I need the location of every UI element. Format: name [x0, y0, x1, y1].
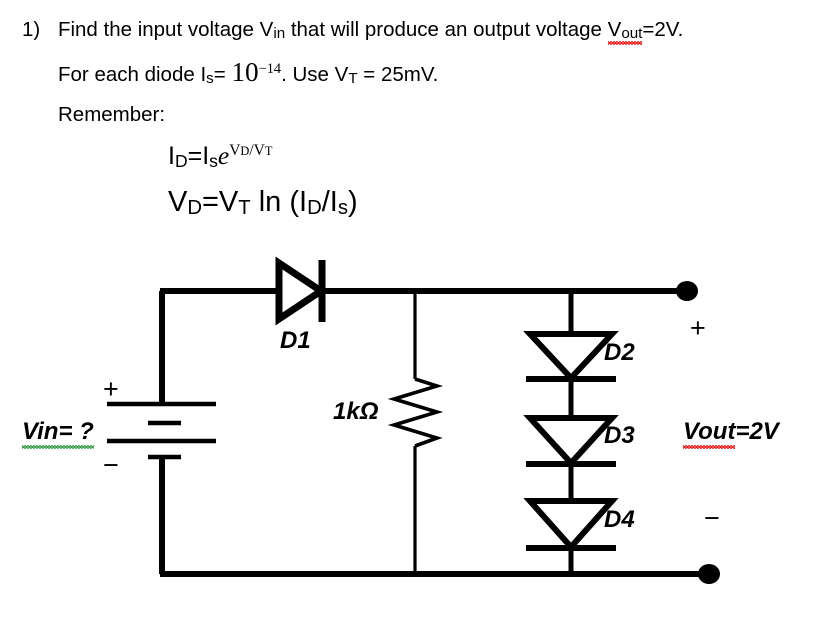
equation-diode-voltage: VD=VT ln (ID/Is) [168, 186, 358, 219]
label-input-voltage: Vin= ? [22, 418, 94, 449]
polarity-plus-output: + [690, 313, 706, 343]
eq2-lhs-sub: D [187, 197, 202, 219]
diode-d3-triangle [523, 415, 619, 468]
problem-line1-part-b: that will produce an output voltage [285, 18, 608, 41]
eq1-is-sub: s [209, 151, 218, 171]
label-output-voltage: Vout=2V [683, 418, 779, 449]
eq2-id-sub: D [307, 197, 322, 219]
vout-circuit-value: =2V [735, 418, 779, 445]
eq1-exponent: VD/VT [229, 142, 272, 159]
problem-line1-part-c: =2V. [642, 18, 684, 41]
diode-d4-symbol [523, 498, 619, 552]
problem-line-3: Remember: [58, 103, 166, 126]
polarity-plus-source: + [103, 374, 119, 404]
vt-subscript: T [348, 70, 358, 87]
eq1-lhs: I [168, 142, 175, 170]
vout-spellcheck-word: Vout [607, 18, 643, 45]
eq1-exp-t-sub: T [264, 143, 273, 158]
eq2-is-sub: s [337, 197, 348, 219]
diode-d3-symbol [523, 415, 619, 468]
equation-diode-current: ID=IseVD/VT [168, 141, 272, 171]
eq1-exponential-e: e [217, 141, 230, 170]
eq2-close-paren: ) [348, 186, 358, 218]
eq2-equals: =V [202, 186, 239, 218]
label-diode-d3: D3 [604, 422, 635, 449]
eq2-vt-sub: T [238, 197, 251, 219]
problem-line2-part-a: For each diode I [58, 63, 207, 86]
problem-line1-part-a: Find the input voltage V [57, 18, 274, 41]
resistor-zigzag [387, 377, 444, 448]
eq2-slash: /I [321, 186, 338, 218]
vout-circuit-spellcheck-word: Vout [683, 418, 736, 449]
problem-line-1: 1) Find the input voltage Vin that will … [22, 18, 684, 45]
label-diode-d2: D2 [604, 339, 635, 366]
label-diode-d1: D1 [280, 327, 311, 354]
problem-line2-part-c: . Use V [281, 63, 349, 86]
diode-d4-triangle [523, 498, 619, 552]
eq2-ln: ln (I [250, 186, 308, 218]
is-subscript: s [206, 70, 214, 87]
eq1-equals: =I [187, 142, 210, 170]
output-terminal-positive [676, 281, 698, 301]
problem-number: 1) [22, 18, 41, 41]
diode-d1-triangle [275, 256, 328, 326]
eq1-lhs-sub: D [174, 151, 188, 171]
problem-line2-part-d: = 25mV. [357, 63, 439, 86]
problem-line-2: For each diode Is= 10−14. Use VT = 25mV. [58, 57, 438, 88]
diode-d1-symbol [275, 256, 328, 326]
diode-d2-symbol [523, 331, 619, 383]
output-terminal-negative [698, 564, 720, 584]
vout-letter: V [607, 18, 622, 41]
polarity-minus-output: − [704, 503, 720, 533]
label-diode-d4: D4 [604, 506, 635, 533]
vout-subscript: out [621, 25, 643, 42]
diode-stack-branch [523, 291, 619, 574]
resistor-branch [387, 291, 444, 574]
eq1-exp-v: V [229, 141, 241, 159]
vin-subscript: in [273, 25, 286, 42]
vout-circuit-text: Vout [683, 418, 736, 445]
vin-spellcheck-word: Vin= ? [22, 418, 94, 449]
eq2-lhs: V [168, 186, 188, 218]
eq1-exp-slash: /V [249, 141, 265, 159]
diode-d2-triangle [523, 331, 619, 383]
vin-equals-question: = ? [58, 418, 94, 445]
polarity-minus-source: − [103, 450, 119, 480]
vin-text: Vin [22, 418, 59, 445]
problem-line2-part-b: = [213, 63, 232, 86]
label-resistor-value: 1kΩ [333, 398, 379, 425]
battery-symbol [107, 401, 216, 460]
eq1-exp-v-sub: D [240, 143, 250, 158]
is-exponent: −14 [258, 61, 282, 78]
is-base: 10 [231, 57, 259, 87]
